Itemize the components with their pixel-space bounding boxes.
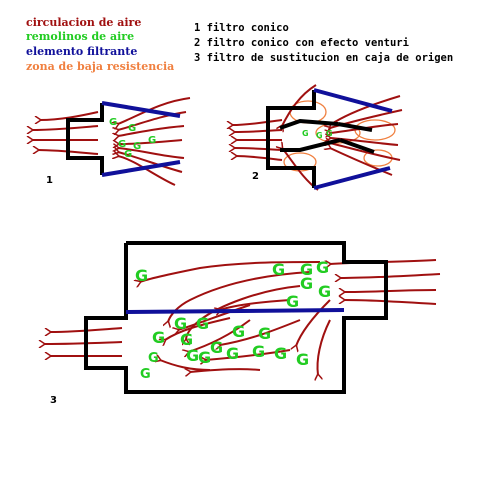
swirl-icon: G (124, 149, 133, 160)
figure-3-filter-element (125, 308, 345, 314)
swirl-icon: G (118, 139, 127, 150)
key-item-3: 3 filtro de sustitucion en caja de orige… (194, 52, 454, 64)
swirl-icon: G (109, 117, 118, 128)
figure-2-low-resistance-zones (283, 100, 396, 172)
swirl-icon: G (296, 350, 310, 369)
figure-1-housing (66, 103, 104, 175)
key-item-2: 2 filtro conico con efecto venturi (194, 37, 409, 49)
legend-item-filter-element: elemento filtrante (26, 45, 138, 58)
swirl-icon: G (252, 342, 266, 361)
figure-1-air-flow (32, 97, 191, 186)
swirl-icon: G (300, 260, 314, 279)
swirl-icon: G (152, 328, 166, 347)
figure-2-venturi-cone (279, 118, 375, 154)
swirl-icon: G (272, 260, 286, 279)
swirl-icon: G (316, 131, 323, 140)
figure-1-number: 1 (46, 175, 53, 186)
swirl-icon: G (286, 292, 300, 311)
figure-1-filter-top (101, 101, 181, 118)
swirl-icon: G (133, 141, 142, 152)
swirl-icon: G (148, 135, 157, 146)
swirl-icon: G (135, 266, 149, 285)
legend-item-air-swirls: remolinos de aire (26, 30, 135, 43)
swirl-icon: G (258, 324, 272, 343)
swirl-icon: G (140, 367, 151, 382)
swirl-icon: G (128, 123, 137, 134)
swirl-icon: G (148, 351, 159, 366)
figure-2-venturi-filter (232, 84, 403, 191)
swirl-icon: G (316, 258, 330, 277)
swirl-icon: G (232, 322, 246, 341)
swirl-icon: G (174, 314, 188, 333)
figure-2-number: 2 (252, 171, 259, 182)
figure-3-number: 3 (50, 395, 57, 406)
swirl-icon: G (274, 344, 288, 363)
swirl-icon: G (318, 282, 332, 301)
swirl-icon: G (326, 129, 333, 138)
swirl-icon: G (180, 330, 194, 349)
figure-2-filter-top (313, 88, 393, 113)
key-item-1: 1 filtro conico (194, 22, 289, 34)
legend-item-low-resistance-zone: zona de baja resistencia (26, 60, 175, 73)
swirl-icon: G (198, 348, 212, 367)
figure-3-replacement-filter-box (44, 241, 441, 394)
swirl-icon: G (186, 346, 200, 365)
figure-2-filter-bottom (313, 166, 391, 190)
figure-1-conical-filter (32, 97, 191, 186)
figure-1-filter-bottom (101, 160, 181, 177)
swirl-icon: G (300, 274, 314, 293)
swirl-icon: G (226, 344, 240, 363)
figure-3-housing (84, 241, 388, 394)
swirl-icon: G (210, 338, 224, 357)
swirl-icon: G (196, 314, 210, 333)
swirl-icon: G (302, 129, 309, 138)
figure-2-housing (266, 90, 316, 188)
legend-item-air-circulation: circulacion de aire (26, 16, 142, 29)
